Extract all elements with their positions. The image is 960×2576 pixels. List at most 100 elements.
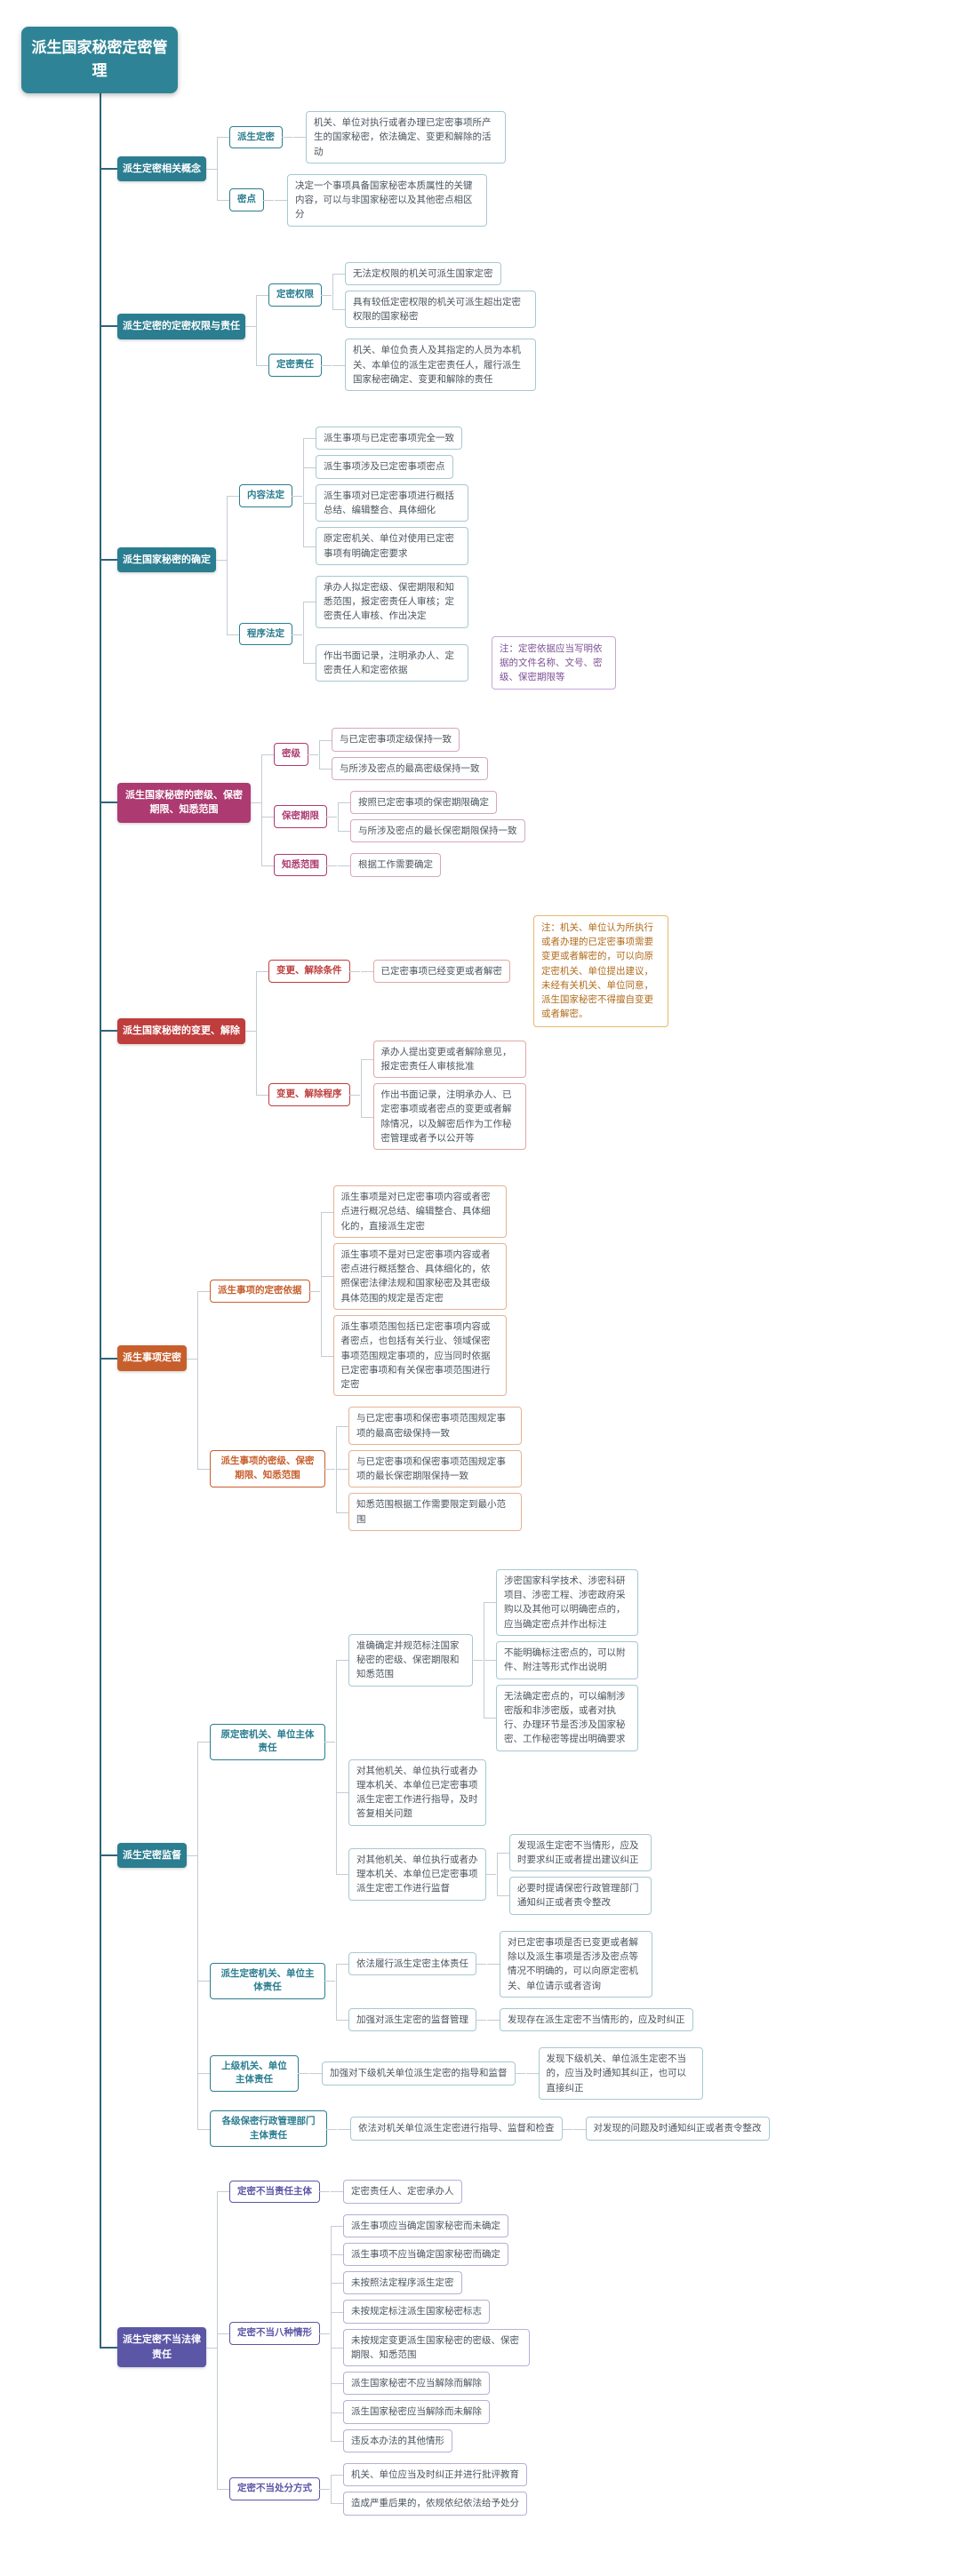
note-node[interactable]: 注：定密依据应当写明依据的文件名称、文号、密级、保密期限等 [492,635,616,690]
leaf-node[interactable]: 机关、单位应当及时纠正并进行批评教育 [343,2463,527,2487]
leaf-node[interactable]: 对其他机关、单位执行或者办理本机关、本单位已定密事项派生定密工作进行指导，及时答… [348,1759,486,1826]
sub-node[interactable]: 定密责任 [268,353,332,377]
leaf-node[interactable]: 具有较低定密权限的机关可派生超出定密权限的国家秘密 [345,290,536,329]
sub-node[interactable]: 派生定密机关、单位主体责任 [210,1962,335,2000]
leaf-node[interactable]: 承办人拟定密级、保密期限和知悉范围，报定密责任人审核；定密责任人审核、作出决定 [316,575,468,628]
leaf-node[interactable]: 与已定密事项和保密事项范围规定事项的最长保密期限保持一致 [348,1449,522,1488]
leaf-node[interactable]: 涉密国家科学技术、涉密科研项目、涉密工程、涉密政府采购以及其他可以明确密点的，应… [496,1568,638,1636]
branch-section: 派生国家秘密的变更、解除变更、解除条件已定密事项已经变更或者解密注：机关、单位认… [100,894,953,1168]
leaf-node[interactable]: 与已定密事项和保密事项范围规定事项的最高密级保持一致 [348,1407,522,1445]
leaf-node[interactable]: 无法定权限的机关可派生国家定密 [345,261,501,285]
leaf-node[interactable]: 无法确定密点的，可以编制涉密版和非涉密版，或者对执行、办理环节是否涉及国家秘密、… [496,1684,638,1751]
sub-node[interactable]: 各级保密行政管理部门主体责任 [210,2109,337,2148]
leaf-node[interactable]: 派生国家秘密应当解除而未解除 [343,2400,490,2424]
leaf-node[interactable]: 原定密机关、单位对使用已定密事项有明确定密要求 [316,527,468,565]
node-wrap: 派生事项应当确定国家秘密而未确定 [331,2212,530,2241]
leaf-node[interactable]: 加强对派生定密的监督管理 [348,2007,486,2032]
leaf-node[interactable]: 承办人提出变更或者解除意见，报定密责任人审核批准 [372,1040,526,1079]
root-node[interactable]: 派生国家秘密定密管理 [21,27,178,93]
branch-node[interactable]: 派生定密的定密权限与责任 [117,314,256,339]
node-wrap: 派生事项是对已定密事项内容或者密点进行概况总结、编辑整合、具体细化的，直接派生定… [320,1183,507,1240]
leaf-node[interactable]: 派生事项涉及已定密事项密点 [316,455,453,479]
sub-node[interactable]: 定密不当八种情形 [229,2321,330,2345]
leaf-node[interactable]: 派生事项应当确定国家秘密而未确定 [343,2213,508,2237]
branch-node[interactable]: 派生国家秘密的确定 [117,546,227,573]
node-wrap: 注：定密依据应当写明依据的文件名称、文号、密级、保密期限等 [492,634,616,693]
sub-node[interactable]: 定密权限 [268,283,332,307]
sub-node[interactable]: 变更、解除程序 [268,1083,359,1107]
leaf-node[interactable]: 发现下级机关、单位派生定密不当的，应当及时通知其纠正，也可以直接纠正 [538,2047,703,2100]
sub-node[interactable]: 知悉范围 [274,853,337,877]
children-group: 承办人提出变更或者解除意见，报定密责任人审核批准作出书面记录，注明承办人、已定密… [360,1038,526,1153]
node-wrap: 无法确定密点的，可以编制涉密版和非涉密版，或者对执行、办理环节是否涉及国家秘密、… [484,1681,638,1754]
branch-node[interactable]: 派生定密相关概念 [117,156,217,182]
leaf-node[interactable]: 机关、单位对执行或者办理已定密事项所产生的国家秘密，依法确定、变更和解除的活动 [306,111,506,163]
leaf-node[interactable]: 作出书面记录，注明承办人、已定密事项或者密点的变更或者解除情况，以及解密后作为工… [372,1083,526,1151]
node-wrap: 原定密机关、单位对使用已定密事项有明确定密要求 [303,524,468,568]
children-group: 变更、解除条件已定密事项已经变更或者解密注：机关、单位认为所执行或者办理的已定密… [256,907,668,1155]
leaf-node[interactable]: 必要时提请保密行政管理部门通知纠正或者责令整改 [509,1877,652,1915]
leaf-node[interactable]: 派生国家秘密不应当解除而解除 [343,2372,490,2396]
sub-node[interactable]: 密级 [274,742,318,766]
leaf-node[interactable]: 未按规定标注派生国家秘密标志 [343,2300,490,2324]
leaf-node[interactable]: 准确确定并规范标注国家秘密的密级、保密期限和知悉范围 [348,1633,483,1687]
leaf-node[interactable]: 与已定密事项定级保持一致 [332,728,460,752]
leaf-node[interactable]: 派生事项范围包括已定密事项内容或者密点，也包括有关行业、领域保密事项范围规定事项… [332,1315,507,1397]
note-node[interactable]: 注：机关、单位认为所执行或者办理的已定密事项需要变更或者解密的，可以向原定密机关… [533,914,668,1027]
sub-node[interactable]: 变更、解除条件 [268,959,359,983]
leaf-node[interactable]: 发现派生定密不当情形，应及时要求纠正或者提出建议纠正 [509,1833,652,1872]
leaf-node[interactable]: 对发现的问题及时通知纠正或者责令整改 [585,2117,770,2141]
branch-node[interactable]: 派生国家秘密的密级、保密期限、知悉范围 [117,782,261,823]
leaf-node[interactable]: 对其他机关、单位执行或者办理本机关、本单位已定密事项派生定密工作进行监督 [348,1847,496,1901]
node-wrap: 机关、单位对执行或者办理已定密事项所产生的国家秘密，依法确定、变更和解除的活动 [293,108,506,166]
branch-node[interactable]: 派生定密不当法律责任 [117,2327,217,2368]
sub-node[interactable]: 内容法定 [239,484,302,507]
children-group: 无法定权限的机关可派生国家定密具有较低定密权限的机关可派生超出定密权限的国家秘密 [332,259,536,331]
branch-node[interactable]: 派生事项定密 [117,1345,197,1371]
leaf-node[interactable]: 对已定密事项是否已变更或者解除以及派生事项是否涉及密点等情况不明确的，可以向原定… [500,1930,652,1998]
node-wrap: 派生定密机关、单位主体责任依法履行派生定密主体责任对已定密事项是否已变更或者解除… [197,1922,770,2040]
leaf-node[interactable]: 派生事项对已定密事项进行概括总结、编辑整合、具体细化 [316,483,468,522]
sub-node[interactable]: 程序法定 [239,622,302,646]
leaf-node[interactable]: 与所涉及密点的最长保密期限保持一致 [350,819,525,843]
children-group: 发现派生定密不当情形，应及时要求纠正或者提出建议纠正必要时提请保密行政管理部门通… [497,1831,652,1918]
leaf-node[interactable]: 加强对下级机关单位派生定密的指导和监督 [322,2062,524,2086]
leaf-node[interactable]: 造成严重后果的，依规依纪依法给予处分 [343,2492,527,2516]
node-wrap: 变更、解除程序承办人提出变更或者解除意见，报定密责任人审核批准作出书面记录，注明… [256,1034,668,1156]
sub-node[interactable]: 上级机关、单位主体责任 [210,2054,308,2093]
leaf-node[interactable]: 派生事项与已定密事项完全一致 [316,427,462,451]
leaf-node[interactable]: 违反本办法的其他情形 [343,2428,452,2452]
sub-node[interactable]: 派生定密 [229,125,292,149]
sub-node[interactable]: 派生事项的密级、保密期限、知悉范围 [210,1450,335,1487]
leaf-node[interactable]: 派生事项是对已定密事项内容或者密点进行概况总结、编辑整合、具体细化的，直接派生定… [332,1185,507,1238]
branch-node[interactable]: 派生国家秘密的变更、解除 [117,1018,256,1044]
leaf-node[interactable]: 未按规定变更派生国家秘密的密级、保密期限、知悉范围 [343,2328,530,2367]
branch-section: 派生国家秘密的确定 内容法定 派生事项与已定密事项完全一致派生事项涉及已定密事项密点… [100,409,953,711]
leaf-node[interactable]: 发现存在派生定密不当情形的，应及时纠正 [500,2007,693,2032]
leaf-node[interactable]: 机关、单位负责人及其指定的人员为本机关、本单位的派生定密责任人，履行派生国家秘密… [345,339,536,392]
leaf-node[interactable]: 已定密事项已经变更或者解密 [372,959,510,983]
sub-node[interactable]: 原定密机关、单位主体责任 [210,1723,335,1761]
leaf-node[interactable]: 与所涉及密点的最高密级保持一致 [332,756,488,780]
node-wrap: 加强对派生定密的监督管理发现存在派生定密不当情形的，应及时纠正 [336,2002,693,2037]
leaf-node[interactable]: 决定一个事项具备国家秘密本质属性的关键内容，可以与非国家秘密以及其他密点相区分 [287,173,487,227]
leaf-node[interactable]: 依法履行派生定密主体责任 [348,1952,486,1976]
node-wrap: 派生事项的密级、保密期限、知悉范围与已定密事项和保密事项范围规定事项的最高密级保… [197,1401,522,1536]
node-wrap: 违反本办法的其他情形 [331,2426,530,2455]
leaf-node[interactable]: 派生事项不是对已定密事项内容或者密点进行概括整合、具体细化的，依照保密法律法规和… [332,1242,507,1311]
branch-node[interactable]: 派生定密监督 [117,1842,197,1869]
leaf-node[interactable]: 定密责任人、定密承办人 [343,2180,462,2204]
sub-node[interactable]: 定密不当责任主体 [229,2180,330,2204]
leaf-node[interactable]: 派生事项不应当确定国家秘密而确定 [343,2242,508,2267]
sub-node[interactable]: 密点 [229,188,274,212]
leaf-node[interactable]: 作出书面记录，注明承办人、定密责任人和定密依据 [316,643,468,682]
sub-node[interactable]: 定密不当处分方式 [229,2477,330,2501]
leaf-node[interactable]: 按照已定密事项的保密期限确定 [350,790,497,815]
sub-node[interactable]: 保密期限 [274,805,337,829]
leaf-node[interactable]: 根据工作需要确定 [350,853,441,877]
sub-node[interactable]: 派生事项的定密依据 [210,1279,319,1303]
leaf-node[interactable]: 知悉范围根据工作需要限定到最小范围 [348,1493,522,1531]
leaf-node[interactable]: 不能明确标注密点的，可以附件、附注等形式作出说明 [496,1641,638,1679]
leaf-node[interactable]: 未按照法定程序派生定密 [343,2271,462,2295]
leaf-node[interactable]: 依法对机关单位派生定密进行指导、监督和检查 [350,2117,572,2141]
